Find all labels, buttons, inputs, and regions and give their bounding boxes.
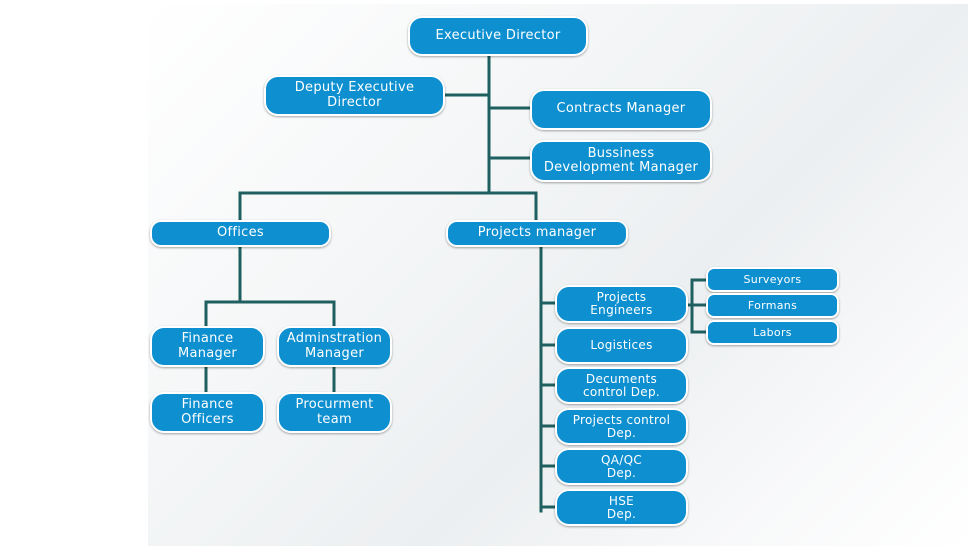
node-administration-manager: Adminstration Manager [277,326,392,367]
node-offices: Offices [150,220,331,247]
node-business-development-manager: Bussiness Development Manager [530,140,712,182]
node-documents-control: Decuments control Dep. [555,367,688,404]
node-hse: HSE Dep. [555,489,688,526]
node-finance-manager: Finance Manager [150,326,265,367]
node-projects-manager: Projects manager [446,220,628,247]
node-projects-control: Projects control Dep. [555,408,688,445]
node-labors: Labors [706,320,839,345]
node-deputy-executive-director: Deputy Executive Director [264,75,445,116]
node-projects-engineers: Projects Engineers [555,285,688,323]
node-qa-qc: QA/QC Dep. [555,448,688,485]
node-formans: Formans [706,293,839,318]
node-procurement-team: Procurment team [277,392,392,433]
node-finance-officers: Finance Officers [150,392,265,433]
node-executive-director: Executive Director [408,16,588,56]
node-contracts-manager: Contracts Manager [530,89,712,130]
node-logistics: Logistices [555,327,688,364]
node-surveyors: Surveyors [706,267,839,292]
